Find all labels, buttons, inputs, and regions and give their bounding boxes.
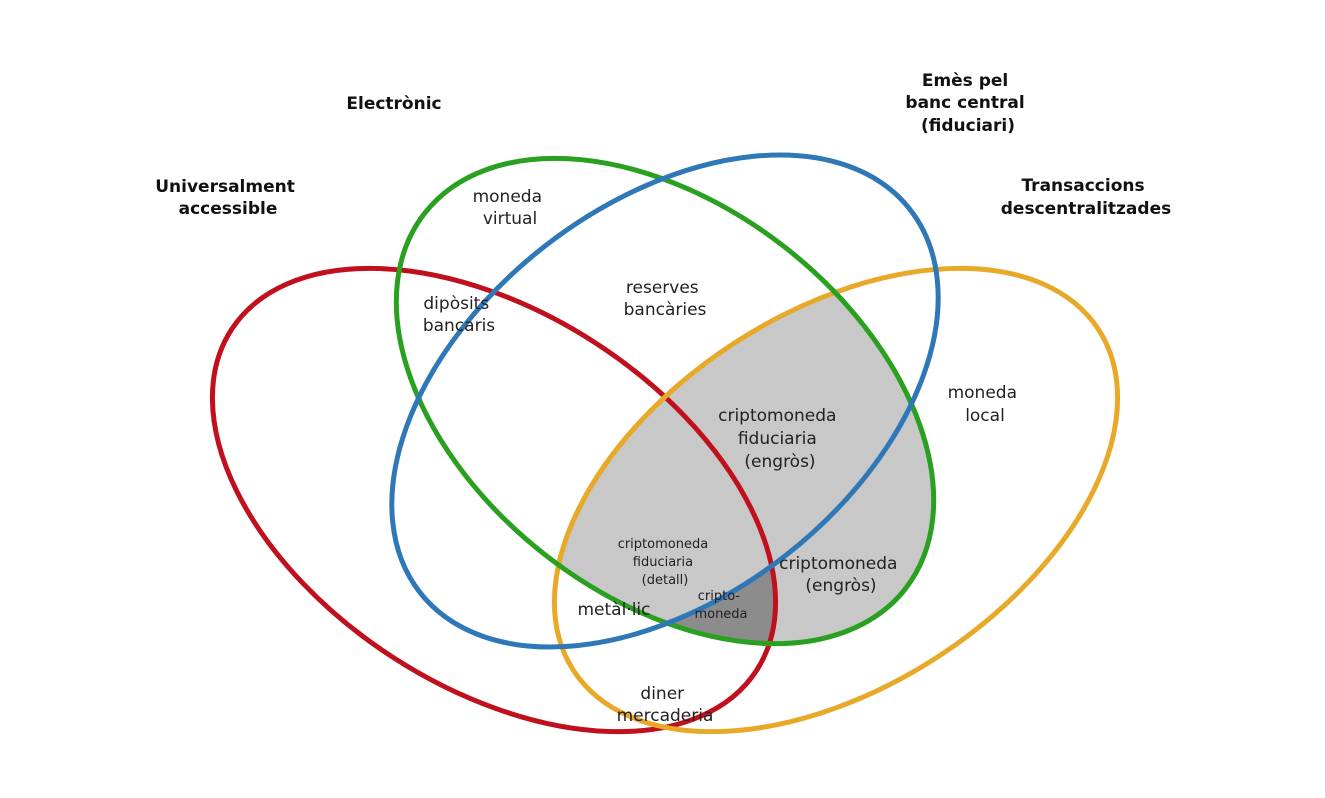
region-commodity-money: diner mercaderia [617, 684, 714, 726]
shaded-decentralized-electronic [554, 268, 1026, 732]
region-crypto-wholesale: criptomoneda (engròs) [779, 554, 903, 596]
central-bank-ellipse [389, 152, 941, 650]
decentralized-ellipse [551, 265, 1121, 735]
set-title-universal: Universalment accessible [155, 177, 301, 219]
set-title-electronic: Electrònic [346, 94, 441, 114]
electronic-ellipse [393, 155, 937, 647]
universal-ellipse [209, 265, 779, 735]
region-virtual-currency: moneda virtual [473, 187, 548, 229]
region-crypto-retail: cripto- moneda [694, 589, 747, 622]
region-local-currency: moneda local [948, 383, 1023, 426]
set-title-central-bank: Emès pel banc central (fiduciari) [905, 71, 1030, 136]
shade-light-region [554, 268, 1026, 732]
region-bank-deposits: dipòsits bancaris [423, 294, 495, 336]
region-fiat-crypto-wholesale: criptomoneda fiduciaria (engròs) [718, 406, 842, 472]
region-bank-reserves: reserves bancàries [624, 278, 707, 320]
region-fiat-crypto-retail: criptomoneda fiduciaria (detall) [618, 537, 713, 588]
set-title-decentralized: Transaccions descentralitzades [1001, 176, 1171, 219]
region-cash: metàl·lic [577, 600, 650, 620]
